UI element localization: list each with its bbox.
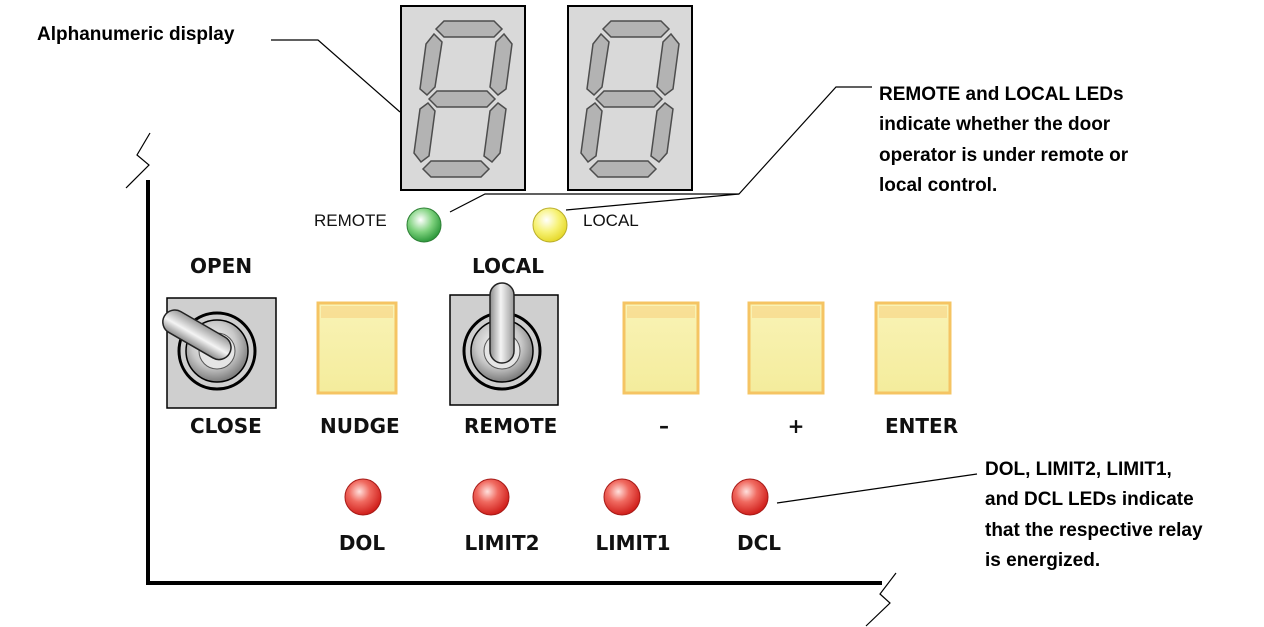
- dcl-led: [731, 478, 769, 516]
- local-led: [532, 207, 568, 243]
- limit1-label: LIMIT1: [595, 531, 670, 555]
- local-label: LOCAL: [472, 254, 544, 278]
- relay-led-limit1: LIMIT1: [595, 478, 671, 555]
- callout-remote-local-line-1: REMOTE and LOCAL LEDs: [879, 84, 1124, 105]
- callout-remote-local-line-3: operator is under remote or: [879, 145, 1129, 166]
- relay-led-dol: DOL: [339, 478, 386, 555]
- local-led-label: LOCAL: [583, 211, 639, 230]
- relay-led-dcl: DCL: [731, 478, 781, 555]
- dol-led: [344, 478, 382, 516]
- remote-switch-label: REMOTE: [464, 414, 557, 438]
- limit2-led: [472, 478, 510, 516]
- open-close-switch[interactable]: OPEN CLOSE: [158, 254, 277, 438]
- callout-remote-local-line-4: local control.: [879, 175, 997, 196]
- dcl-label: DCL: [737, 531, 781, 555]
- callout-relay-line-1: DOL, LIMIT2, LIMIT1,: [985, 459, 1172, 480]
- minus-button[interactable]: –: [622, 301, 700, 438]
- display-digit-2: [567, 5, 693, 191]
- minus-label: –: [659, 414, 669, 438]
- enter-button[interactable]: ENTER: [874, 301, 958, 438]
- remote-led: [406, 207, 442, 243]
- remote-led-label: REMOTE: [314, 211, 387, 230]
- plus-label: +: [788, 414, 805, 438]
- callout-relay-line-3: that the respective relay: [985, 520, 1203, 541]
- panel-frame: [125, 132, 897, 627]
- callout-display-leader: [271, 39, 401, 113]
- callout-display-label: Alphanumeric display: [37, 24, 235, 45]
- callout-relay-text: DOL, LIMIT2, LIMIT1, and DCL LEDs indica…: [985, 459, 1208, 571]
- display-digit-1: [400, 5, 526, 191]
- local-remote-switch[interactable]: LOCAL REMOTE: [449, 254, 559, 438]
- callout-relay-line-2: and DCL LEDs indicate: [985, 489, 1194, 510]
- callout-local-leader: [565, 193, 740, 211]
- callout-remote-local-line-2: indicate whether the door: [879, 114, 1111, 135]
- close-label: CLOSE: [190, 414, 262, 438]
- limit2-label: LIMIT2: [464, 531, 539, 555]
- relay-led-limit2: LIMIT2: [464, 478, 540, 555]
- callout-relay-leader: [776, 473, 978, 504]
- remote-indicator: REMOTE: [314, 207, 442, 243]
- nudge-button[interactable]: NUDGE: [316, 301, 400, 438]
- break-mark-right: [865, 572, 897, 627]
- limit1-led: [603, 478, 641, 516]
- local-remote-lever[interactable]: [489, 282, 515, 364]
- alphanumeric-display: [400, 5, 693, 191]
- open-close-lever[interactable]: [158, 306, 235, 364]
- plus-button[interactable]: +: [747, 301, 825, 438]
- dol-label: DOL: [339, 531, 386, 555]
- callout-remote-local-text: REMOTE and LOCAL LEDs indicate whether t…: [879, 84, 1133, 196]
- enter-label: ENTER: [885, 414, 958, 438]
- open-label: OPEN: [190, 254, 252, 278]
- callout-relay-line-4: is energized.: [985, 550, 1100, 571]
- local-indicator: LOCAL: [532, 207, 639, 243]
- nudge-label: NUDGE: [320, 414, 400, 438]
- break-mark-top: [125, 132, 151, 189]
